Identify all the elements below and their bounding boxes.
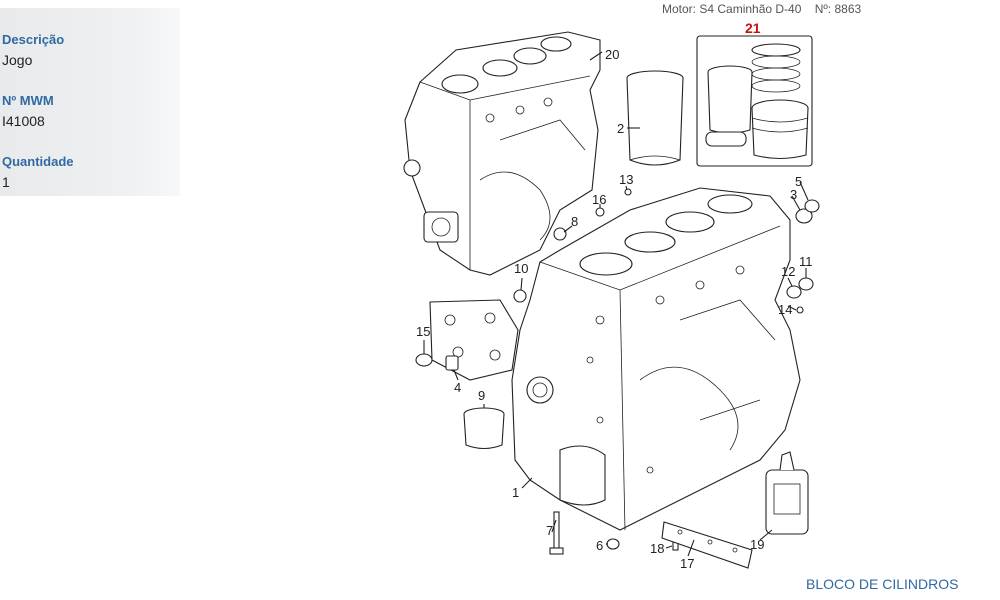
callout-21: 21	[745, 20, 761, 36]
mwm-number-label: Nº MWM	[2, 93, 54, 108]
diagram-title: BLOCO DE CILINDROS	[806, 576, 959, 592]
callout-4: 4	[454, 380, 461, 395]
plug-12[interactable]	[786, 285, 802, 299]
callout-9: 9	[478, 388, 485, 403]
callout-7: 7	[546, 523, 553, 538]
callout-6: 6	[596, 538, 603, 553]
callout-18: 18	[650, 541, 664, 556]
plug-4[interactable]	[445, 355, 459, 371]
plug-11[interactable]	[798, 277, 814, 291]
motor-number-text: Nº: 8863	[814, 2, 862, 16]
callout-14: 14	[778, 302, 792, 317]
callout-16: 16	[592, 192, 606, 207]
rail-17[interactable]	[661, 521, 753, 569]
callout-11: 11	[799, 254, 813, 269]
plug-6[interactable]	[606, 538, 620, 550]
mwm-number-field: Nº MWM I41008	[2, 93, 54, 130]
part-info-panel: Descrição Jogo Nº MWM I41008 Quantidade …	[0, 8, 180, 196]
description-value: Jogo	[2, 52, 33, 68]
quantity-field: Quantidade 1	[2, 154, 74, 191]
description-field: Descrição Jogo	[2, 32, 64, 69]
engine-block-main[interactable]	[511, 187, 801, 531]
plug-3[interactable]	[795, 208, 813, 224]
bolt-7[interactable]	[549, 511, 564, 555]
callout-20: 20	[605, 47, 619, 62]
callout-8: 8	[571, 214, 578, 229]
callout-2: 2	[617, 121, 624, 136]
plug-16[interactable]	[595, 207, 605, 217]
callout-5: 5	[795, 174, 802, 189]
engine-block-rear-view[interactable]	[403, 31, 601, 276]
bushing-9[interactable]	[463, 407, 505, 450]
description-label: Descrição	[2, 32, 65, 47]
callout-15: 15	[416, 324, 430, 339]
quantity-label: Quantidade	[2, 154, 74, 169]
callout-10: 10	[514, 261, 528, 276]
screw-14[interactable]	[796, 306, 804, 314]
cylinder-liner[interactable]	[626, 70, 684, 166]
callout-3: 3	[790, 187, 797, 202]
callout-17: 17	[680, 556, 694, 571]
overhaul-kit-box[interactable]	[696, 35, 813, 167]
motor-model-text: Motor: S4 Caminhão D-40	[662, 2, 802, 16]
plug-10[interactable]	[513, 289, 527, 303]
plug-5[interactable]	[804, 199, 820, 213]
callout-19: 19	[750, 537, 764, 552]
plug-15[interactable]	[415, 353, 433, 367]
leader-lines	[423, 51, 809, 557]
sealant-bottle-19[interactable]	[765, 451, 809, 535]
cover-plate[interactable]	[429, 299, 519, 381]
callout-labels: 1 2 3 4 5 6 7 8 9 10 11 12 13 14 15 16 1…	[416, 20, 813, 571]
quantity-value: 1	[2, 174, 10, 190]
callout-1: 1	[512, 485, 519, 500]
callout-13: 13	[619, 172, 633, 187]
motor-header: Motor: S4 Caminhão D-40 Nº: 8863	[662, 2, 871, 16]
plug-8[interactable]	[553, 227, 567, 241]
plug-13[interactable]	[624, 188, 632, 196]
mwm-number-value: I41008	[2, 113, 45, 129]
callout-12: 12	[781, 264, 795, 279]
